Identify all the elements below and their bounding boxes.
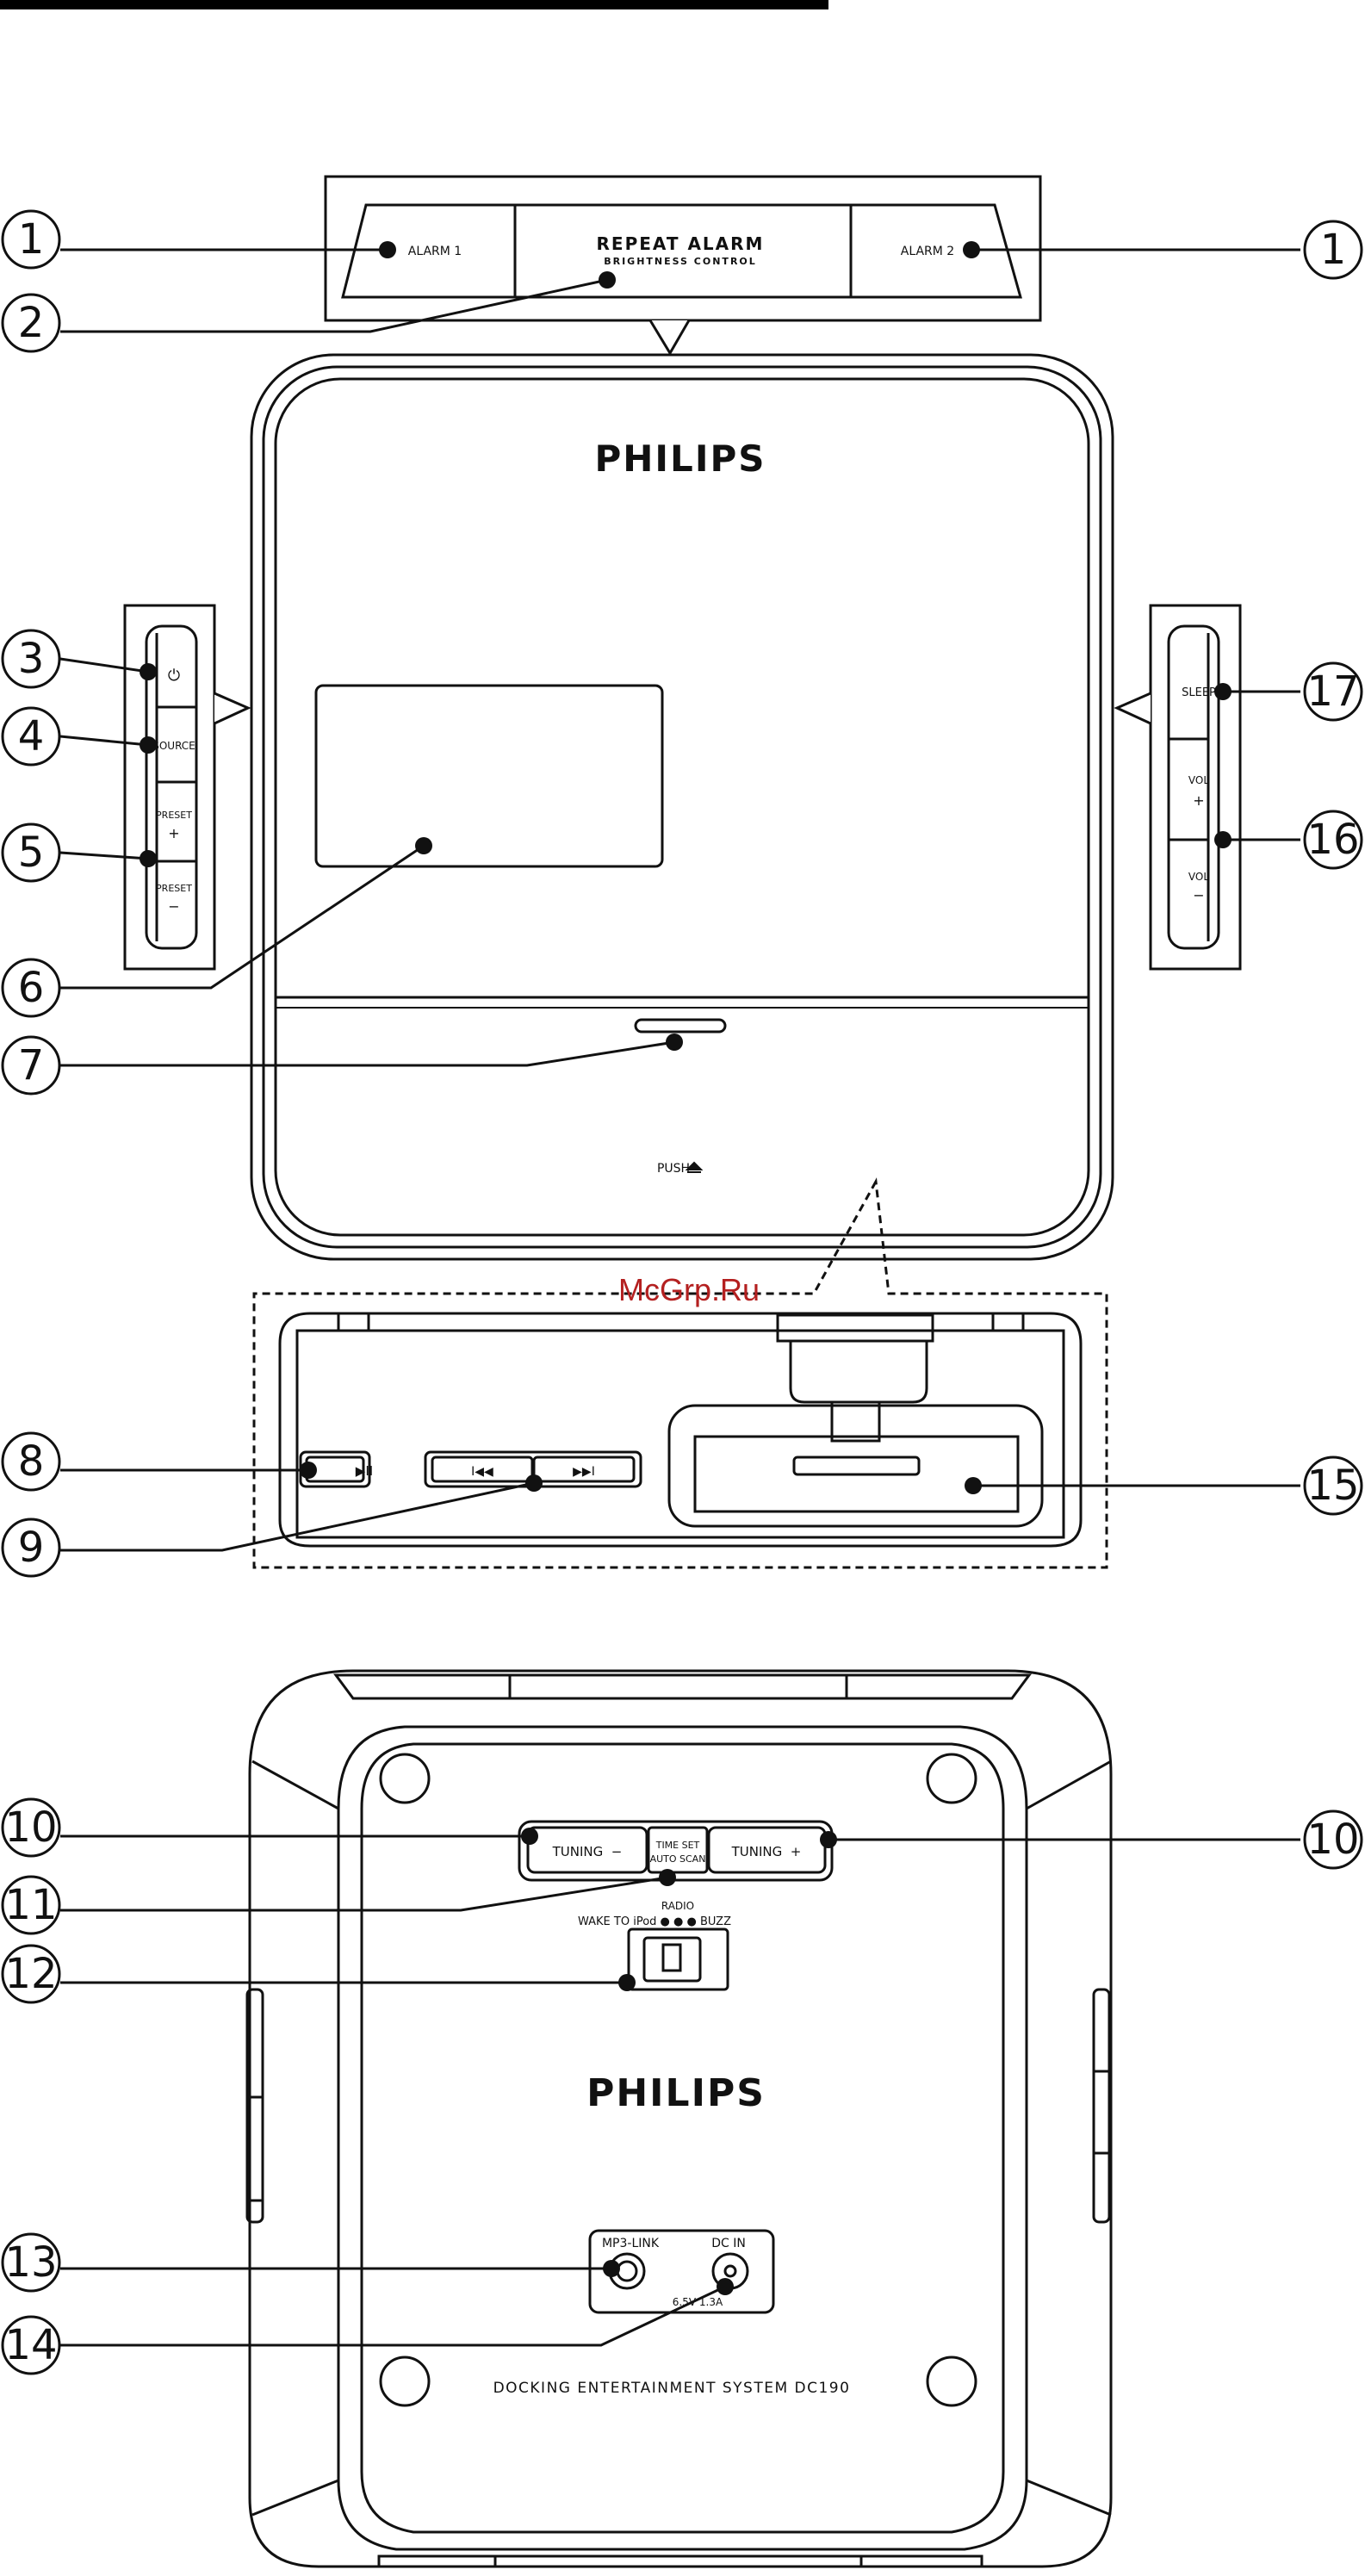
callout-numbers: 1 1 2 3 4 5 6 7 8 9 15 10 10 11 12 13 14… <box>4 215 1359 2369</box>
callout-16: 16 <box>1306 816 1359 864</box>
push-label: PUSH <box>657 1162 690 1176</box>
callout-1-left: 1 <box>18 215 45 264</box>
callout-2: 2 <box>18 299 45 347</box>
preset-minus-label[interactable]: PRESET <box>156 883 192 894</box>
power-button-icon[interactable]: ⏻ <box>168 667 180 685</box>
back-brand-logo: PHILIPS <box>586 2071 766 2115</box>
callout-13: 13 <box>4 2238 57 2287</box>
source-button-label[interactable]: SOURCE <box>152 740 195 752</box>
dc-in-label: DC IN <box>711 2237 746 2250</box>
radio-label: RADIO <box>661 1900 694 1912</box>
auto-scan-label[interactable]: AUTO SCAN <box>650 1853 706 1865</box>
callout-10-left: 10 <box>4 1803 57 1852</box>
tuning-minus-label[interactable]: TUNING − <box>552 1844 623 1859</box>
back-body <box>245 1669 1113 2568</box>
callout-10-right: 10 <box>1306 1816 1359 1864</box>
time-set-label[interactable]: TIME SET <box>655 1840 700 1851</box>
tuning-plus-label[interactable]: TUNING + <box>731 1844 802 1859</box>
play-pause-button[interactable]: ▶II <box>356 1463 373 1479</box>
callout-14: 14 <box>4 2321 57 2369</box>
dock-detail <box>252 1177 1108 1569</box>
brightness-control-label: BRIGHTNESS CONTROL <box>604 256 757 267</box>
watermark: McGrp.Ru <box>618 1272 760 1307</box>
header-bar <box>0 0 828 9</box>
left-side-panel <box>123 604 251 971</box>
preset-plus-label[interactable]: PRESET <box>156 810 192 821</box>
prev-button[interactable]: I◀◀ <box>471 1465 493 1479</box>
lcd-display <box>314 684 664 868</box>
callout-6: 6 <box>18 964 45 1012</box>
preset-plus-symbol[interactable]: + <box>168 825 179 841</box>
vol-plus-symbol[interactable]: + <box>1193 792 1204 809</box>
callout-12: 12 <box>4 1950 57 1998</box>
preset-minus-symbol[interactable]: − <box>168 898 179 915</box>
dc-rating-label: 6.5V 1.3A <box>673 2296 723 2308</box>
callout-17: 17 <box>1306 667 1359 716</box>
callout-5: 5 <box>18 829 45 877</box>
callout-3: 3 <box>18 635 45 683</box>
mp3-link-label: MP3-LINK <box>602 2237 660 2250</box>
indicator-slot <box>634 1018 727 1034</box>
model-label: DOCKING ENTERTAINMENT SYSTEM DC190 <box>493 2380 851 2397</box>
right-side-panel <box>1114 604 1242 971</box>
callout-11: 11 <box>4 1881 57 1929</box>
callout-8: 8 <box>18 1437 45 1486</box>
callout-bubbles <box>1 209 1363 2375</box>
vol-minus-label[interactable]: VOL <box>1188 871 1209 883</box>
callout-7: 7 <box>18 1041 45 1089</box>
vol-plus-label[interactable]: VOL <box>1188 774 1209 786</box>
next-button[interactable]: ▶▶I <box>573 1465 595 1479</box>
front-brand-logo: PHILIPS <box>595 438 766 480</box>
callout-9: 9 <box>18 1524 45 1572</box>
callout-1-right: 1 <box>1320 226 1347 274</box>
wake-to-label: WAKE TO iPod ● ● ● BUZZ <box>578 1915 731 1928</box>
eject-icon <box>685 1161 704 1173</box>
callout-leaders <box>59 248 1300 2347</box>
alarm2-label: ALARM 2 <box>901 245 954 258</box>
sleep-button-label[interactable]: SLEEP <box>1182 686 1216 699</box>
callout-4: 4 <box>18 712 45 760</box>
vol-minus-symbol[interactable]: − <box>1193 887 1204 903</box>
callout-dots <box>140 241 1232 2295</box>
callout-15: 15 <box>1306 1462 1359 1510</box>
alarm1-label: ALARM 1 <box>408 245 462 258</box>
front-body <box>250 353 1114 1261</box>
repeat-alarm-label: REPEAT ALARM <box>597 233 765 254</box>
